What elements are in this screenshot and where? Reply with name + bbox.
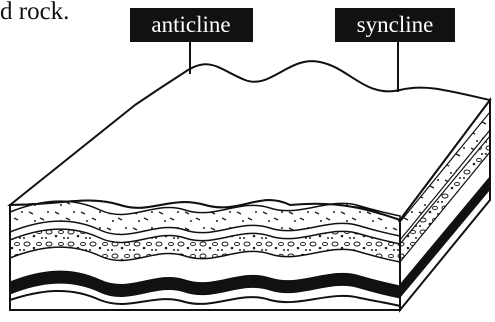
syncline-label-text: syncline	[357, 12, 434, 37]
syncline-label: syncline	[335, 8, 455, 42]
anticline-label: anticline	[130, 8, 253, 42]
anticline-label-text: anticline	[151, 12, 230, 37]
